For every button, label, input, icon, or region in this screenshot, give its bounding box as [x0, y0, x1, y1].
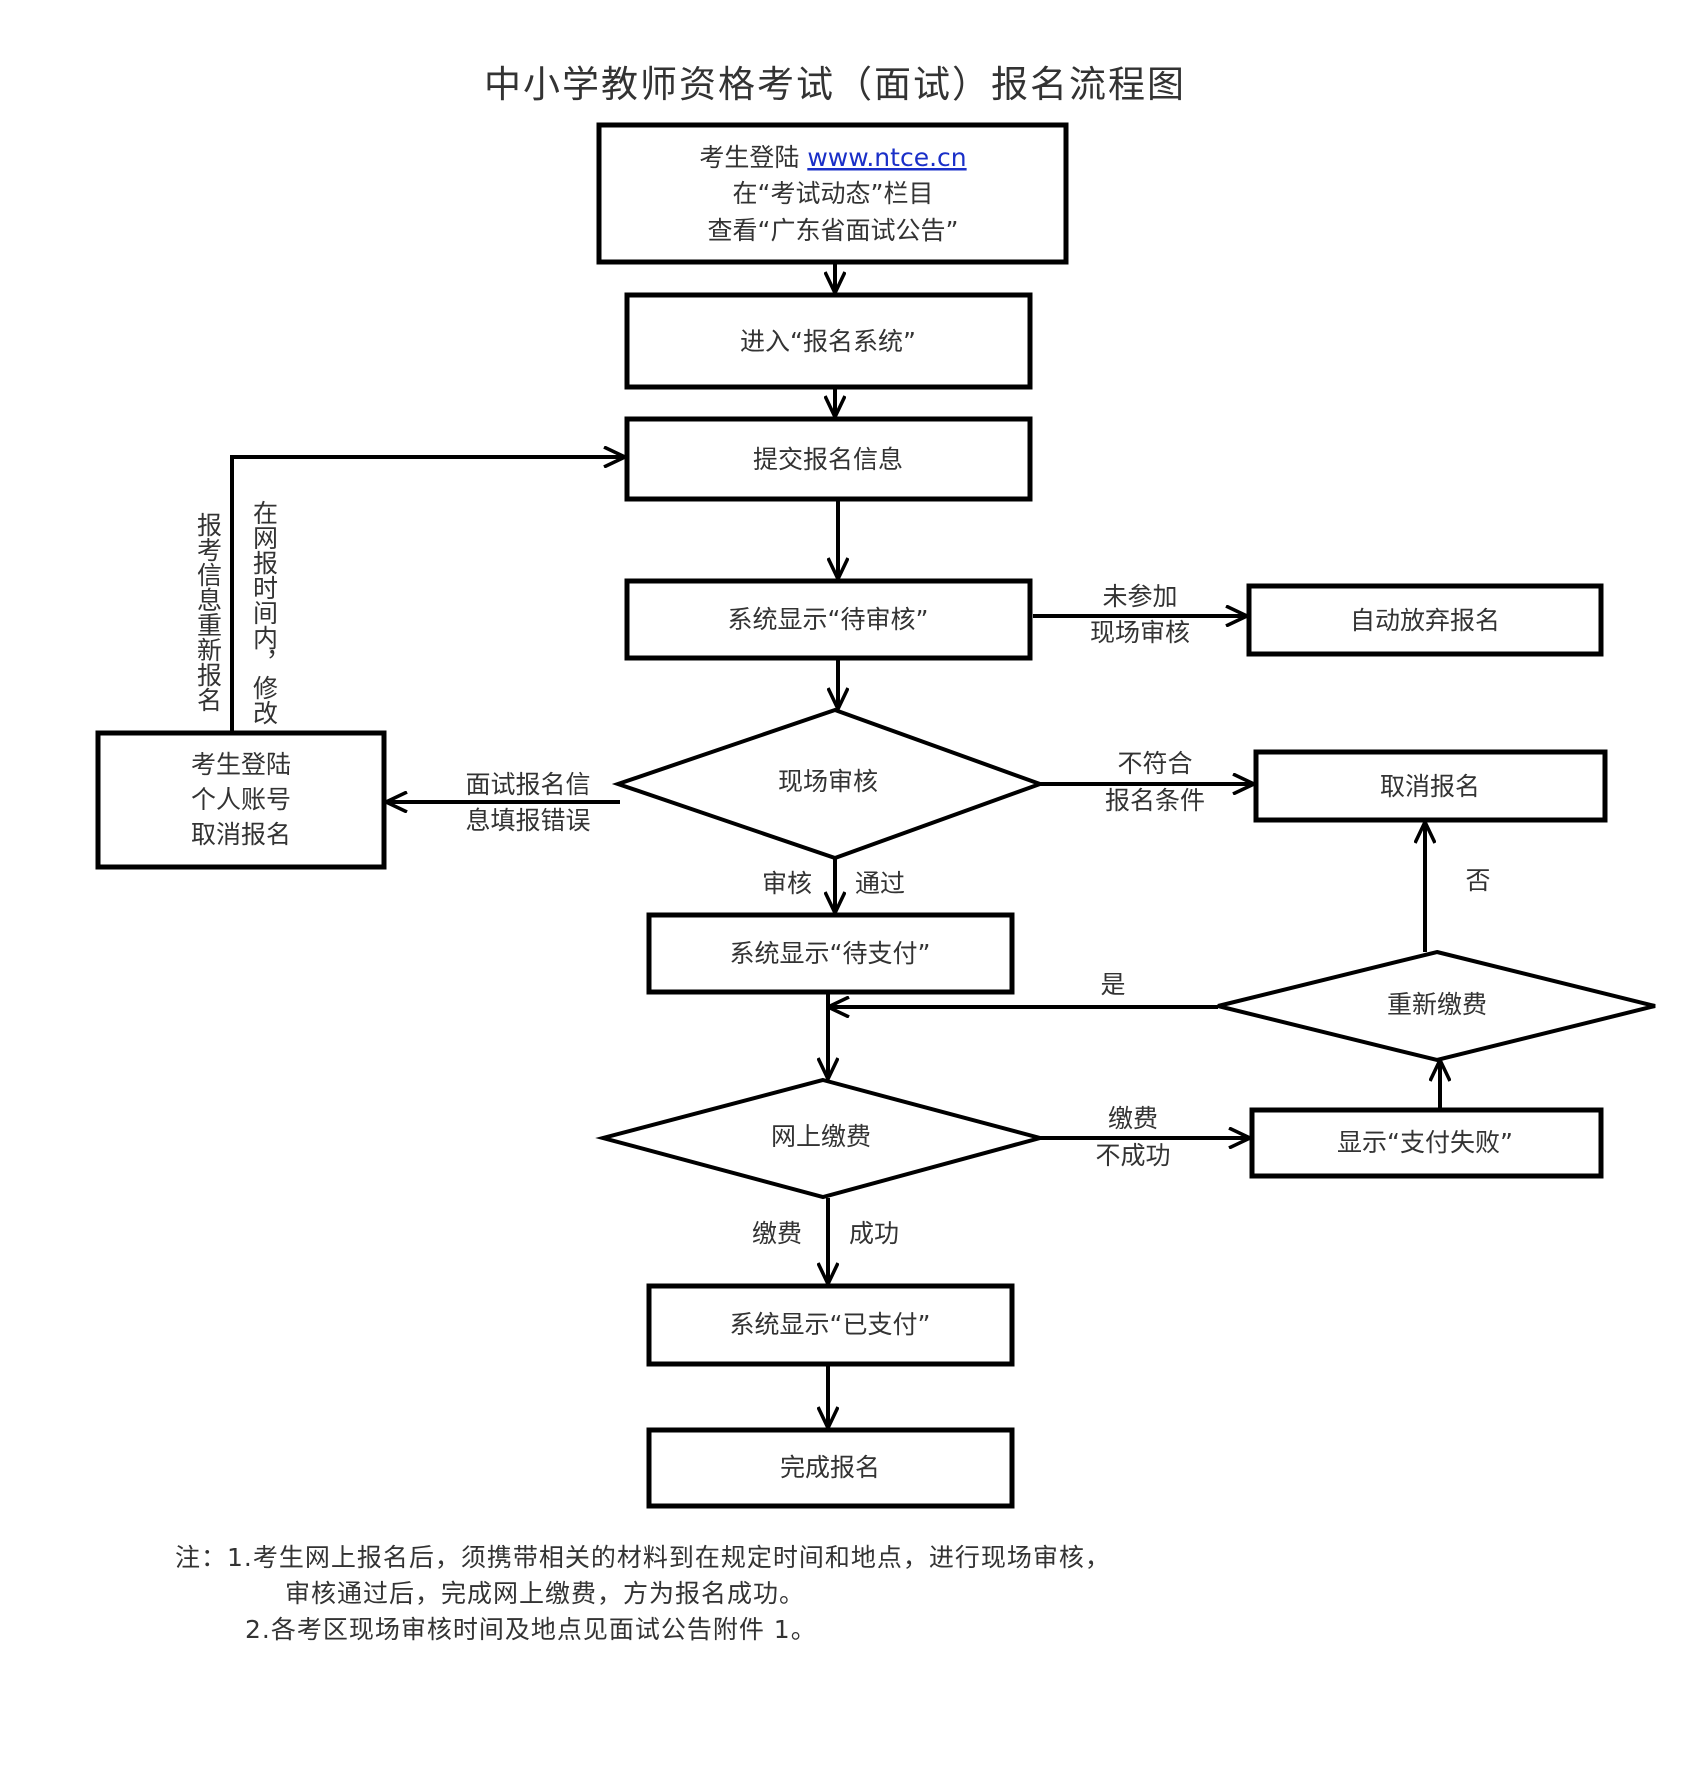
label-yes: 是 [1100, 970, 1125, 999]
node-enter-system: 进入“报名系统” [624, 292, 1033, 390]
svg-text:考生登陆 www.ntce.cn: 考生登陆 www.ntce.cn [699, 143, 966, 172]
paid-label: 系统显示“已支付” [730, 1310, 931, 1339]
note-line-2: 审核通过后，完成网上缴费，方为报名成功。 [285, 1579, 806, 1608]
node-onsite-review: 现场审核 [611, 707, 1046, 861]
login-site-line2: 在“考试动态”栏目 [733, 179, 934, 208]
node-cancel-registration: 取消报名 [1253, 749, 1608, 823]
node-self-cancel: 考生登陆 个人账号 取消报名 [95, 730, 387, 870]
note-line-3: 2.各考区现场审核时间及地点见面试公告附件 1。 [245, 1615, 817, 1644]
node-pending-review: 系统显示“待审核” [624, 578, 1033, 661]
label-not-qualified-2: 报名条件 [1105, 786, 1205, 815]
repay-label: 重新缴费 [1387, 990, 1487, 1019]
node-pending-payment: 系统显示“待支付” [646, 912, 1015, 995]
auto-abandon-label: 自动放弃报名 [1350, 606, 1500, 635]
enter-system-label: 进入“报名系统” [740, 327, 916, 356]
label-modify-col2: 在网报时间内，修改 [250, 500, 279, 725]
node-repay: 重新缴费 [1217, 949, 1656, 1063]
onsite-review-label: 现场审核 [778, 767, 878, 796]
edge-labels: 未参加 现场审核 不符合 报名条件 面试报名信 息填报错误 审核 通过 是 否 … [194, 500, 1491, 1248]
label-no: 否 [1465, 866, 1490, 895]
label-not-attend-1: 未参加 [1102, 582, 1177, 611]
label-info-error-1: 面试报名信 [465, 770, 590, 799]
label-pay-fail-2: 不成功 [1095, 1141, 1170, 1170]
arrow-selfcancel-to-submit [230, 457, 625, 731]
page-title: 中小学教师资格考试（面试）报名流程图 [484, 63, 1186, 106]
node-submit-info: 提交报名信息 [624, 416, 1033, 502]
pending-review-label: 系统显示“待审核” [728, 605, 929, 634]
label-pay-success-2: 成功 [849, 1219, 899, 1248]
online-payment-label: 网上缴费 [771, 1122, 871, 1151]
login-site-text: 考生登陆 [699, 143, 807, 172]
pending-payment-label: 系统显示“待支付” [730, 939, 931, 968]
complete-label: 完成报名 [780, 1453, 880, 1482]
node-paid: 系统显示“已支付” [646, 1283, 1015, 1367]
connectors [230, 263, 1440, 1428]
label-not-attend-2: 现场审核 [1090, 618, 1190, 647]
label-modify-col1: 报考信息重新报名 [194, 512, 223, 712]
label-pay-success-1: 缴费 [752, 1219, 802, 1248]
label-not-qualified-1: 不符合 [1117, 749, 1192, 778]
node-auto-abandon: 自动放弃报名 [1246, 583, 1604, 657]
footnotes: 注：1.考生网上报名后，须携带相关的材料到在规定时间和地点，进行现场审核， 审核… [175, 1540, 1535, 1648]
node-complete: 完成报名 [646, 1427, 1015, 1509]
ntce-link[interactable]: www.ntce.cn [807, 143, 966, 172]
note-line-1: 注：1.考生网上报名后，须携带相关的材料到在规定时间和地点，进行现场审核， [175, 1543, 1111, 1572]
login-site-line3: 查看“广东省面试公告” [708, 216, 959, 245]
node-online-payment: 网上缴费 [595, 1077, 1048, 1200]
label-info-error-2: 息填报错误 [465, 806, 590, 835]
self-cancel-line2: 个人账号 [191, 785, 291, 814]
self-cancel-line1: 考生登陆 [191, 750, 291, 779]
payment-failed-label: 显示“支付失败” [1337, 1128, 1513, 1157]
label-pay-fail-1: 缴费 [1108, 1104, 1158, 1133]
node-payment-failed: 显示“支付失败” [1249, 1107, 1604, 1179]
label-review-passed-1: 审核 [762, 869, 812, 898]
submit-info-label: 提交报名信息 [753, 445, 903, 474]
cancel-registration-label: 取消报名 [1380, 772, 1480, 801]
label-review-passed-2: 通过 [855, 869, 905, 898]
node-login-site: 考生登陆 www.ntce.cn 在“考试动态”栏目 查看“广东省面试公告” [596, 122, 1069, 265]
self-cancel-line3: 取消报名 [191, 820, 291, 849]
